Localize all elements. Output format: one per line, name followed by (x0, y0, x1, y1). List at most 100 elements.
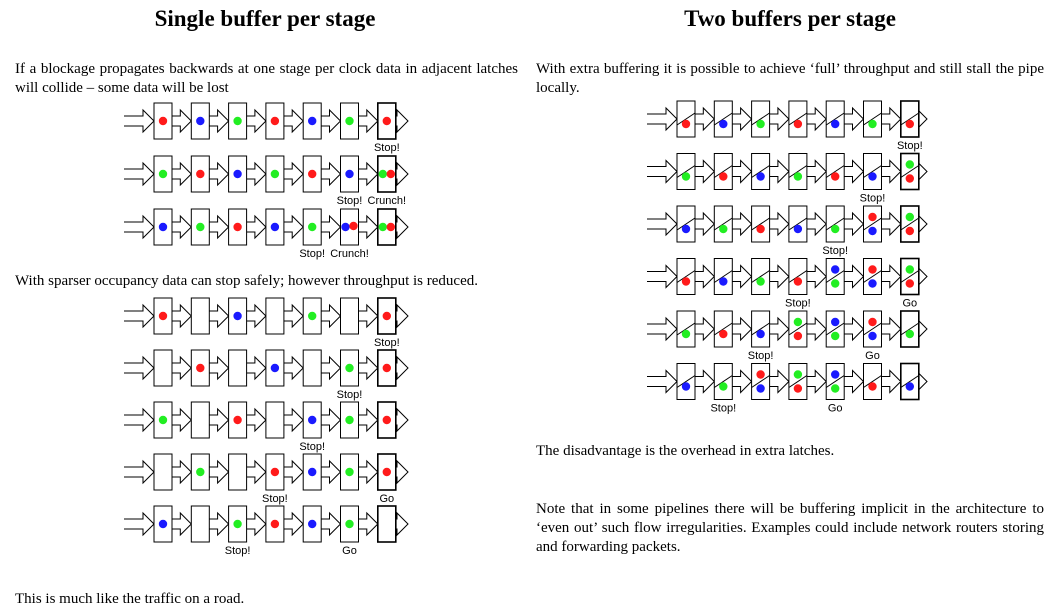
data-token (158, 222, 168, 232)
sparse-row: Stop!Go (124, 505, 409, 557)
buffer-divider (676, 322, 696, 336)
flow-arrow (391, 214, 409, 240)
data-token (905, 279, 914, 288)
data-token (308, 311, 317, 321)
flow-arrow (391, 303, 409, 329)
flow-arrow (124, 355, 155, 381)
right-disadvantage-text: The disadvantage is the overhead in extr… (536, 443, 835, 459)
data-token (793, 331, 803, 341)
data-token (905, 160, 914, 169)
buffer-divider (788, 322, 808, 336)
data-token (382, 311, 391, 321)
data-token (158, 519, 168, 529)
data-token (308, 467, 317, 477)
stage-label: Stop! (225, 545, 251, 557)
flow-arrow (124, 214, 155, 240)
stage-label: Stop! (710, 403, 736, 415)
stage-label: Crunch! (368, 195, 407, 207)
data-token (793, 224, 803, 234)
sparse-row: Stop! (124, 401, 409, 453)
double-buffer-row: Stop! (647, 100, 928, 152)
data-token (196, 169, 205, 179)
data-token (158, 116, 168, 126)
buffer-divider (676, 217, 696, 231)
data-token (196, 363, 205, 373)
stage-label: Crunch! (330, 248, 369, 260)
data-token (158, 169, 168, 179)
data-token (756, 370, 765, 379)
buffer-divider (676, 112, 696, 126)
data-token (868, 119, 877, 129)
stage-label: Stop! (262, 493, 288, 505)
data-token (233, 519, 242, 529)
left-sparse-text: With sparser occupancy data can stop saf… (15, 273, 478, 289)
buffer-divider (788, 270, 808, 283)
data-token (345, 363, 354, 373)
latch (190, 401, 210, 439)
data-token (756, 119, 765, 129)
double-buffer-row: Stop! (647, 152, 928, 205)
buffer-divider (751, 165, 770, 178)
buffer-divider (863, 270, 882, 283)
data-token (270, 169, 280, 179)
stage-label: Go (379, 493, 394, 505)
right-intro-text: With extra buffering it is possible to a… (536, 61, 1044, 96)
data-token (386, 222, 395, 232)
stage-label: Stop! (374, 337, 400, 349)
double-buffer-row: Stop! Go (647, 362, 928, 415)
data-token (681, 382, 691, 391)
data-token (868, 172, 877, 181)
buffer-divider (863, 217, 882, 231)
flow-arrow (391, 459, 409, 485)
buffer-divider (825, 270, 845, 283)
buffer-divider (676, 375, 696, 388)
stage-label: Stop! (748, 350, 774, 362)
buffer-divider (825, 165, 845, 178)
left-footer-text: This is much like the traffic on a road. (15, 591, 245, 607)
stage-label: Go (828, 403, 843, 415)
buffer-divider (900, 217, 920, 231)
flow-arrow (391, 355, 409, 381)
buffer-divider (751, 322, 770, 336)
data-token (233, 116, 242, 126)
buffer-divider (825, 375, 845, 388)
data-token (905, 382, 914, 391)
latch (340, 297, 359, 335)
buffer-divider (714, 270, 733, 283)
data-token (270, 363, 280, 373)
flow-arrow (124, 407, 155, 433)
data-token (270, 222, 280, 232)
stage-label: Go (902, 298, 917, 310)
left-intro-text: If a blockage propagates backwards at on… (15, 61, 518, 96)
buffer-divider (863, 112, 882, 126)
flow-arrow (391, 161, 409, 187)
buffer-divider (825, 217, 845, 231)
sparse-row: Stop! (124, 297, 409, 349)
buffer-divider (788, 112, 808, 126)
right-note-text: Note that in some pipelines there will b… (536, 501, 1044, 555)
buffer-divider (863, 375, 882, 388)
data-token (196, 467, 205, 477)
collision-row: Stop! Crunch! (124, 155, 409, 207)
stage-label: Stop! (337, 389, 363, 401)
data-token (196, 116, 205, 126)
data-token (831, 317, 840, 327)
data-token (793, 119, 803, 129)
buffer-divider (788, 217, 808, 231)
latch (228, 349, 248, 387)
data-token (831, 384, 840, 393)
data-token (378, 169, 387, 179)
double-buffer-row: Stop!Go (647, 310, 928, 362)
flow-arrow (124, 303, 155, 329)
collision-row: Stop!Crunch! (124, 208, 409, 260)
data-token (719, 224, 728, 234)
data-token (831, 279, 840, 288)
flow-arrow (647, 369, 678, 394)
data-token (196, 222, 205, 232)
buffer-divider (900, 322, 920, 336)
data-token (719, 329, 728, 339)
data-token (382, 116, 391, 126)
stage-label: Stop! (337, 195, 363, 207)
flow-arrow (124, 108, 155, 134)
